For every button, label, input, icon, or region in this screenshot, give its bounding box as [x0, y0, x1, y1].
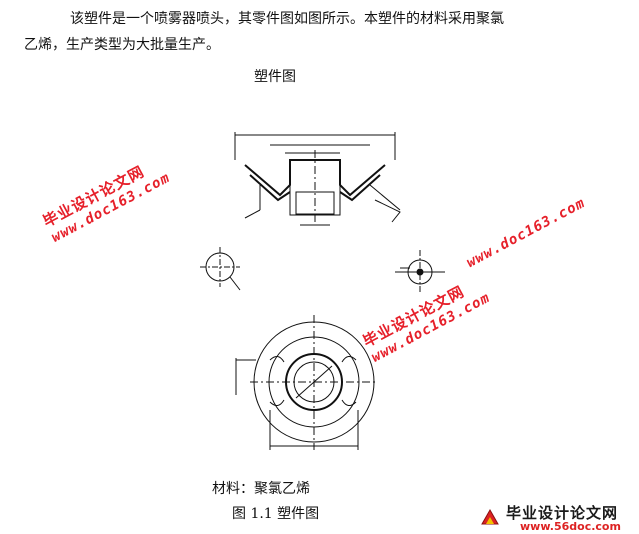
figure-title: 塑件图: [254, 69, 296, 85]
intro-line-2: 乙烯，生产类型为大批量生产。: [24, 37, 220, 53]
logo-icon: [481, 508, 499, 525]
logo-site: www.56doc.com: [520, 520, 621, 533]
material-label: 材料：聚氯乙烯: [212, 481, 310, 497]
detail-view-left: [200, 247, 241, 291]
detail-view-right: [395, 250, 445, 292]
logo-name: 毕业设计论文网: [506, 504, 619, 522]
intro-line-1: 该塑件是一个喷雾器喷头，其零件图如图所示。本塑件的材料采用聚氯: [70, 11, 504, 27]
figure-caption: 图 1.1 塑件图: [232, 506, 320, 522]
top-view: [235, 315, 378, 450]
site-logo: 毕业设计论文网 www.56doc.com: [478, 502, 638, 534]
intro-paragraph: 该塑件是一个喷雾器喷头，其零件图如图所示。本塑件的材料采用聚氯 乙烯，生产类型为…: [24, 6, 584, 58]
section-view: [234, 132, 401, 226]
